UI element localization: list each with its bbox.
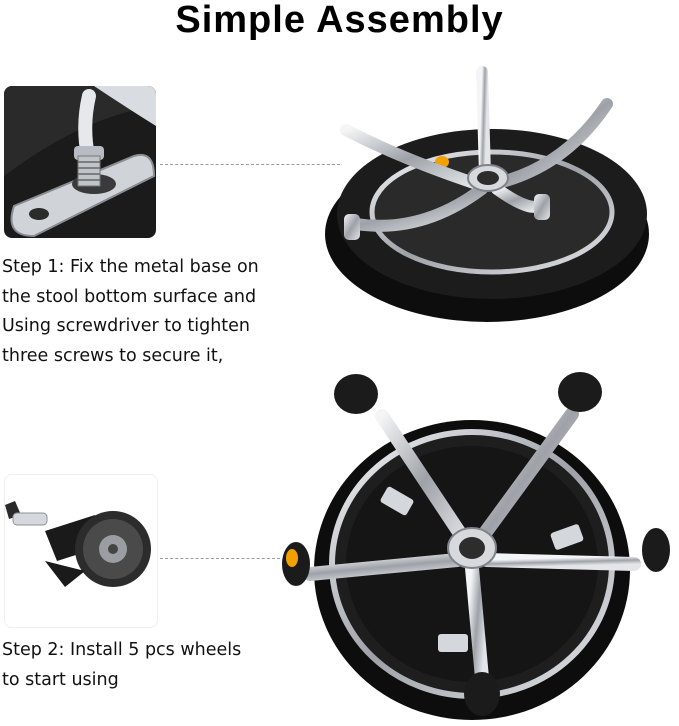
page-title: Simple Assembly — [175, 0, 504, 41]
connector-line-2 — [160, 558, 280, 559]
step-2-text: Step 2: Install 5 pcs wheels to start us… — [2, 640, 242, 690]
metal-base-on-seat — [322, 64, 678, 330]
caster-wheel-photo — [4, 474, 158, 628]
stool-with-wheels — [272, 368, 677, 722]
step-1-text: Step 1: Fix the metal base on the stool … — [2, 257, 259, 366]
connector-line-1 — [160, 164, 340, 165]
screw-detail-photo — [4, 86, 156, 238]
